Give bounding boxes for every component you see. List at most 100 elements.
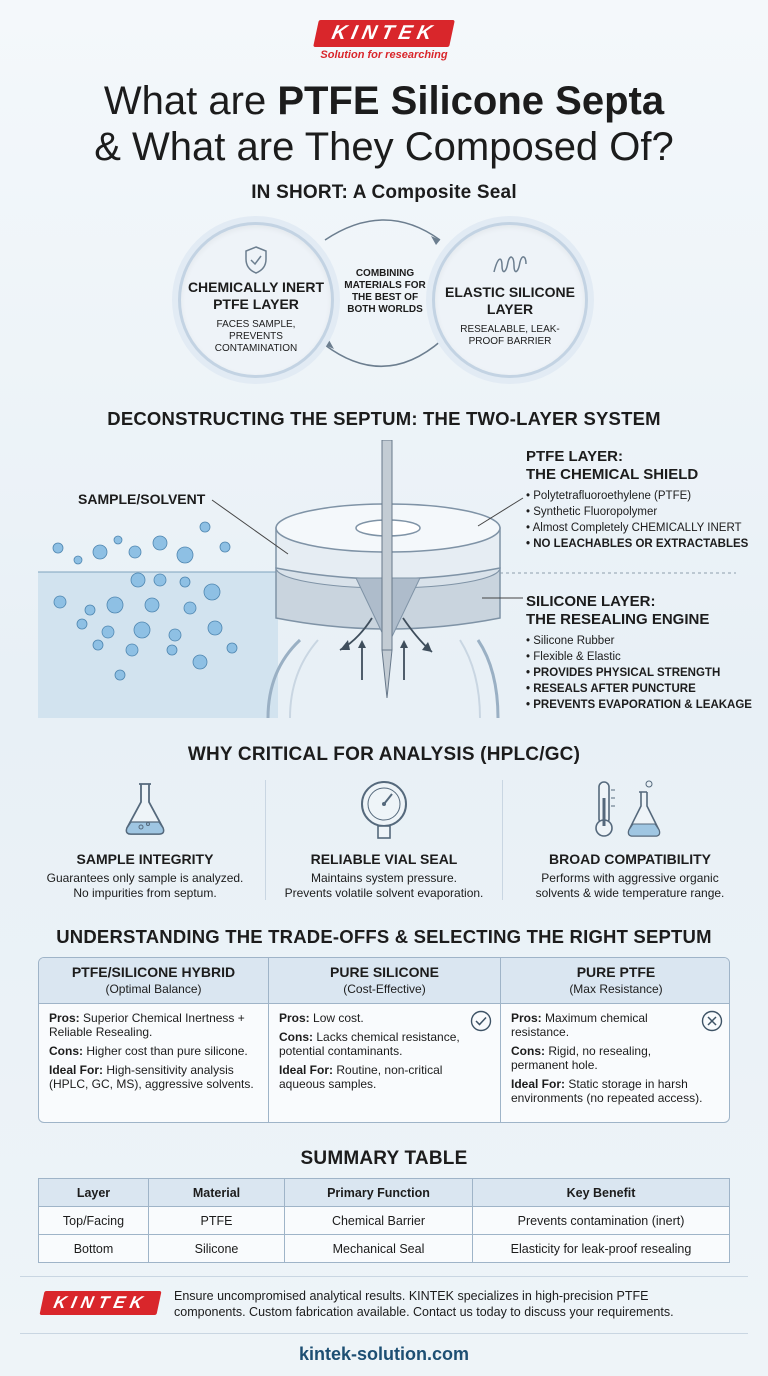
shield-check-icon (245, 246, 267, 274)
trade-pros: Maximum chemical resistance. (511, 1011, 648, 1039)
page-title: What are PTFE Silicone Septa & What are … (0, 78, 768, 170)
table-cell: Elasticity for leak-proof resealing (472, 1234, 730, 1263)
brand-logo: KINTEK (39, 1291, 162, 1315)
summary-table: Layer Material Primary Function Key Bene… (38, 1178, 730, 1263)
trade-pros: Superior Chemical Inertness + Reliable R… (49, 1011, 245, 1039)
summary-header-row: Layer Material Primary Function Key Bene… (38, 1178, 730, 1207)
trade-cons: Higher cost than pure silicone. (86, 1044, 248, 1058)
trade-col-hybrid: PTFE/SILICONE HYBRID(Optimal Balance) Pr… (39, 958, 269, 1122)
trade-cons: Rigid, no resealing, permanent hole. (511, 1044, 652, 1072)
silicone-circle: ELASTIC SILICONE LAYER RESEALABLE, LEAK-… (432, 222, 588, 378)
silicone-title2: THE RESEALING ENGINE (526, 611, 710, 628)
trade-col-title: PURE SILICONE (330, 964, 439, 980)
trade-cons: Lacks chemical resistance, potential con… (279, 1030, 460, 1058)
table-cell: Silicone (148, 1234, 285, 1263)
ptfe-circle-title: CHEMICALLY INERT PTFE LAYER (187, 279, 325, 312)
table-cell: Top/Facing (38, 1206, 149, 1235)
why-desc: No impurities from septum. (73, 886, 217, 900)
table-cell: Bottom (38, 1234, 149, 1263)
summary-th: Material (148, 1178, 285, 1207)
spring-icon (493, 256, 527, 273)
website-link[interactable]: kintek-solution.com (298, 1344, 469, 1364)
why-desc: Guarantees only sample is analyzed. (46, 871, 244, 885)
trade-col-sub: (Cost-Effective) (343, 982, 426, 996)
silicone-bullet: • RESEALS AFTER PUNCTURE (526, 683, 696, 695)
ptfe-layer-info: PTFE LAYER: THE CHEMICAL SHIELD • Polyte… (526, 448, 756, 552)
summary-th: Layer (38, 1178, 149, 1207)
silicone-circle-sub: RESEALABLE, LEAK-PROOF BARRIER (460, 324, 560, 347)
table-row: Top/Facing PTFE Chemical Barrier Prevent… (38, 1206, 730, 1235)
table-row: Bottom Silicone Mechanical Seal Elastici… (38, 1234, 730, 1263)
pressure-gauge-icon (361, 781, 407, 839)
ptfe-title1: PTFE LAYER: (526, 448, 623, 465)
why-item-integrity: SAMPLE INTEGRITY Guarantees only sample … (20, 778, 270, 901)
trade-col-ptfe: PURE PTFE(Max Resistance) Pros: Maximum … (501, 958, 729, 1122)
combine-text: COMBINING MATERIALS FOR THE BEST OF BOTH… (344, 268, 426, 315)
why-desc: solvents & wide temperature range. (535, 886, 725, 900)
ptfe-circle-sub: FACES SAMPLE, PREVENTS CONTAMINATION (214, 319, 298, 354)
title-line1-pre: What are (103, 79, 278, 123)
trade-col-sub: (Optimal Balance) (105, 982, 202, 996)
trade-ideal: Static storage in harsh environments (no… (511, 1077, 703, 1105)
footer-line: components. Custom fabrication available… (174, 1305, 674, 1319)
trade-pros: Low cost. (313, 1011, 364, 1025)
silicone-title1: SILICONE LAYER: (526, 593, 656, 610)
ptfe-circle: CHEMICALLY INERT PTFE LAYER FACES SAMPLE… (178, 222, 334, 378)
sample-label: SAMPLE/SOLVENT (78, 491, 206, 507)
silicone-layer-info: SILICONE LAYER: THE RESEALING ENGINE • S… (526, 593, 764, 713)
liquid-area (38, 572, 278, 718)
flask-icon (125, 783, 165, 835)
trade-col-title: PURE PTFE (576, 964, 656, 980)
why-title: RELIABLE VIAL SEAL (310, 851, 458, 867)
table-cell: Mechanical Seal (284, 1234, 473, 1263)
why-desc: Maintains system pressure. (310, 871, 458, 885)
why-item-compat: BROAD COMPATIBILITY Performs with aggres… (500, 778, 760, 901)
title-line1-bold: PTFE Silicone Septa (277, 79, 665, 123)
divider (502, 780, 503, 900)
trade-col-title: PTFE/SILICONE HYBRID (71, 964, 236, 980)
table-cell: Prevents contamination (inert) (472, 1206, 730, 1235)
why-title: BROAD COMPATIBILITY (548, 851, 712, 867)
footer-logo: KINTEK (39, 1291, 162, 1315)
tradeoffs-heading: UNDERSTANDING THE TRADE-OFFS & SELECTING… (56, 926, 712, 947)
ptfe-bullet: • Synthetic Fluoropolymer (526, 506, 658, 518)
why-title: SAMPLE INTEGRITY (76, 851, 214, 867)
tradeoffs-table: PTFE/SILICONE HYBRID(Optimal Balance) Pr… (38, 957, 730, 1123)
silicone-bullet: • PREVENTS EVAPORATION & LEAKAGE (526, 699, 752, 711)
trade-col-silicone: PURE SILICONE(Cost-Effective) Pros: Low … (269, 958, 501, 1122)
check-circle-icon (470, 1010, 492, 1032)
thermometer-flask-icon (595, 780, 661, 837)
summary-th: Key Benefit (472, 1178, 730, 1207)
trade-col-sub: (Max Resistance) (569, 982, 663, 996)
why-desc: Prevents volatile solvent evaporation. (284, 886, 484, 900)
bubbles (52, 521, 238, 681)
deconstruct-heading: DECONSTRUCTING THE SEPTUM: THE TWO-LAYER… (107, 408, 661, 429)
footer-text: Ensure uncompromised analytical results.… (174, 1288, 754, 1320)
silicone-bullet: • Flexible & Elastic (526, 651, 621, 663)
summary-th: Primary Function (284, 1178, 473, 1207)
ptfe-bullet: • Almost Completely CHEMICALLY INERT (526, 522, 742, 534)
x-circle-icon (701, 1010, 723, 1032)
ptfe-title2: THE CHEMICAL SHIELD (526, 466, 699, 483)
table-cell: PTFE (148, 1206, 285, 1235)
trade-ideal: Routine, non-critical aqueous samples. (279, 1063, 443, 1091)
short-heading: IN SHORT: A Composite Seal (251, 182, 517, 203)
silicone-bullet: • PROVIDES PHYSICAL STRENGTH (526, 667, 721, 679)
divider (20, 1333, 748, 1334)
title-line2: & What are They Composed Of? (94, 125, 674, 169)
divider (20, 1276, 748, 1277)
cycle-arrows (324, 219, 443, 367)
footer-line: Ensure uncompromised analytical results.… (174, 1289, 649, 1303)
silicone-bullet: • Silicone Rubber (526, 635, 615, 647)
ptfe-bullet: • Polytetrafluoroethylene (PTFE) (526, 490, 692, 502)
why-desc: Performs with aggressive organic (541, 871, 719, 885)
trade-ideal: High-sensitivity analysis (HPLC, GC, MS)… (49, 1063, 254, 1091)
silicone-circle-title: ELASTIC SILICONE LAYER (445, 284, 575, 317)
divider (265, 780, 266, 900)
brand-tagline: Solution for researching (320, 49, 448, 61)
septum-diagram (38, 440, 736, 719)
summary-heading: SUMMARY TABLE (300, 1148, 468, 1169)
table-cell: Chemical Barrier (284, 1206, 473, 1235)
why-heading: WHY CRITICAL FOR ANALYSIS (HPLC/GC) (187, 744, 581, 765)
logo: KINTEK Solution for researching (0, 20, 768, 61)
